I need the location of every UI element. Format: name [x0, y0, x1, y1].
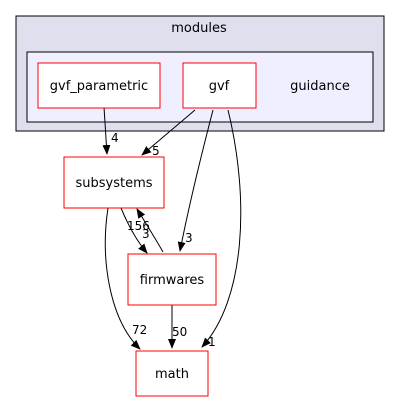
edge-label-gvf-subsystems: 5: [152, 144, 160, 158]
cluster-modules-label: modules: [171, 21, 227, 36]
edge-label-firmwares-math: 50: [172, 325, 187, 339]
edge-label-gvf-parametric-subsystems: 4: [111, 131, 119, 145]
edge-gvf-to-subsystems: [141, 109, 196, 156]
edge-label-subsystems-firmwares: 156: [127, 219, 150, 233]
edge-subsystems-to-math: [104, 207, 141, 350]
edge-subsystems-to-firmwares: [120, 207, 148, 254]
edge-label-gvf-math: 1: [208, 335, 216, 349]
node-subsystems-label: subsystems: [75, 176, 152, 191]
edge-label-firmwares-subsystems: 3: [142, 227, 150, 241]
node-gvf-label: gvf: [209, 79, 230, 94]
edge-gvf-to-math: [201, 109, 242, 348]
node-firmwares-label: firmwares: [140, 273, 205, 288]
node-gvf[interactable]: gvf: [182, 62, 257, 109]
edge-firmwares-to-subsystems: [136, 208, 164, 253]
edge-label-subsystems-math: 72: [132, 323, 147, 337]
node-math[interactable]: math: [135, 350, 209, 397]
edge-labels: 4 5 3 1 156 3 72 50: [111, 131, 216, 349]
edge-gvf-to-firmwares: [177, 109, 214, 252]
node-subsystems[interactable]: subsystems: [63, 156, 165, 209]
edge-gvf-parametric-to-subsystems: [102, 106, 111, 155]
edge-label-gvf-firmwares: 3: [185, 231, 193, 245]
node-math-label: math: [155, 367, 189, 382]
node-gvf-parametric-label: gvf_parametric: [50, 79, 148, 94]
node-firmwares[interactable]: firmwares: [127, 253, 217, 306]
edges: [102, 106, 242, 350]
cluster-guidance-label: guidance: [290, 79, 350, 94]
node-gvf-parametric[interactable]: gvf_parametric: [37, 62, 161, 109]
